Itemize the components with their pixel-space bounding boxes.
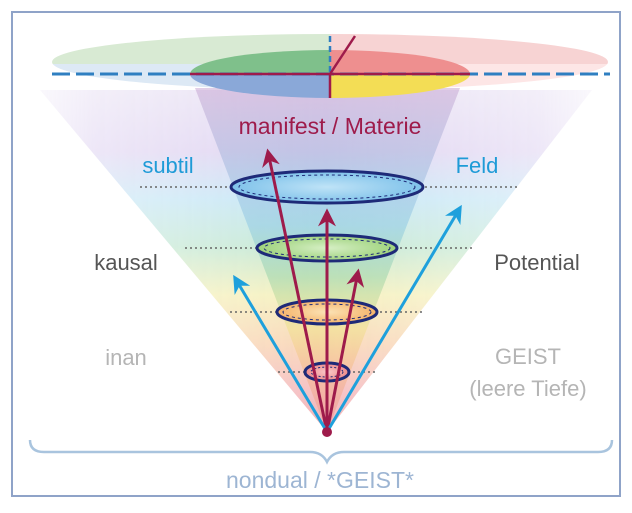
label-kausal: kausal	[94, 250, 158, 275]
curly-brace-icon	[28, 439, 614, 465]
diagram-frame	[11, 11, 621, 497]
label-manifest: manifest / Materie	[239, 113, 422, 139]
label-inan: inan	[105, 345, 147, 370]
top-disc	[52, 34, 610, 98]
arrow-icon-group	[233, 148, 462, 433]
ring-icon-subtil	[229, 169, 425, 205]
label-leere-tiefe: (leere Tiefe)	[469, 376, 586, 401]
arrow-icon-manifest	[262, 148, 329, 433]
arrow-icon-feld	[325, 204, 462, 433]
label-nondual: nondual / *GEIST*	[226, 467, 414, 493]
arrow-icon-right-inner	[325, 268, 365, 433]
label-geist: GEIST	[495, 344, 561, 369]
label-potential: Potential	[494, 250, 580, 275]
label-subtil: subtil	[142, 153, 193, 178]
label-feld: Feld	[456, 153, 499, 178]
point-dot-icon	[322, 427, 332, 437]
arrow-icon-kausal	[233, 274, 329, 433]
